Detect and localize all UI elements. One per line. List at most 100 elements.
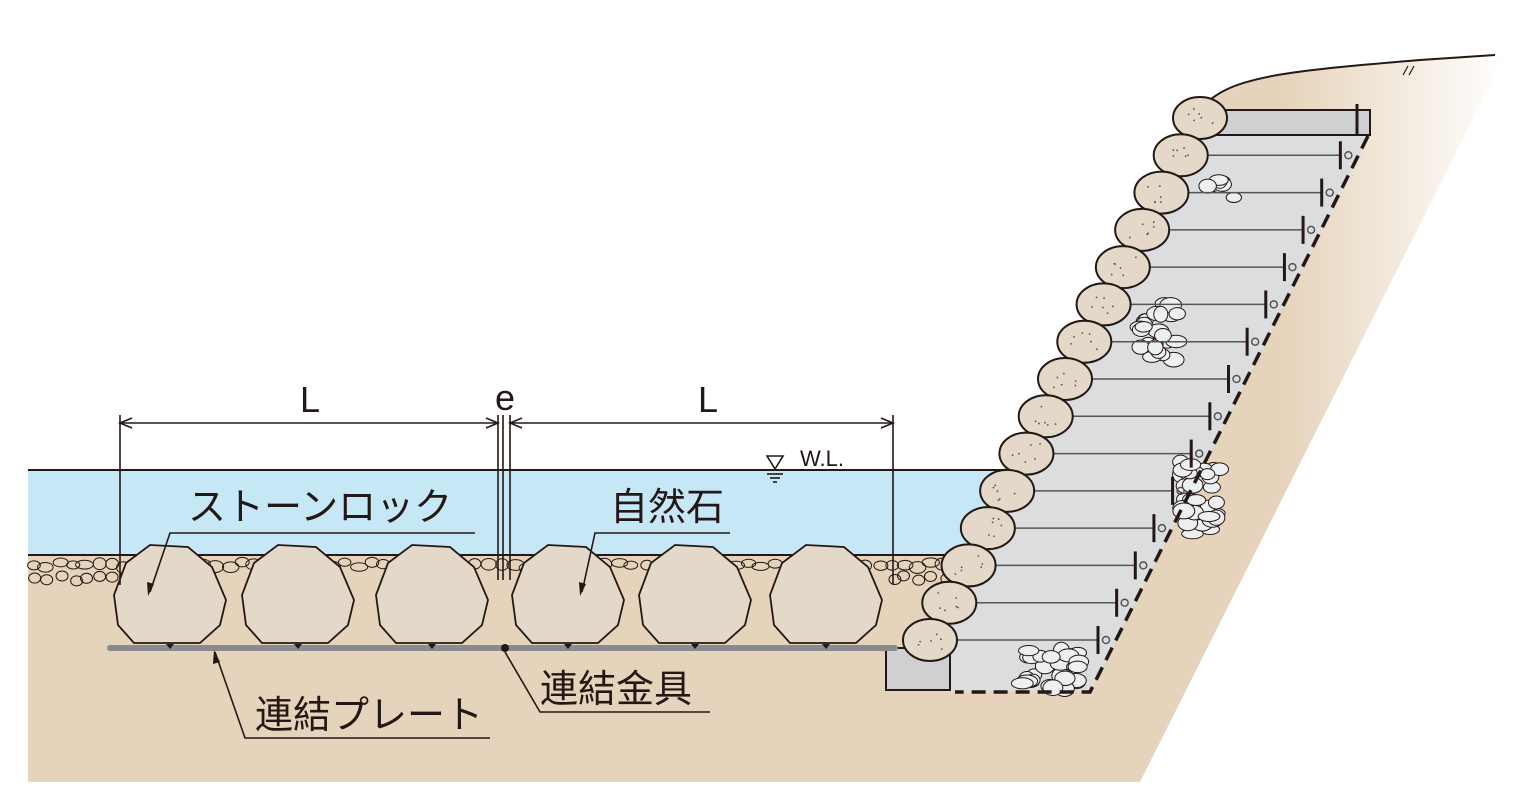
gravel-stone (873, 560, 889, 571)
wall-gravel-fill (1010, 174, 1242, 697)
boulder-texture-dot (960, 569, 963, 572)
wall-gravel-stone (1181, 476, 1204, 494)
gravel-stone (611, 558, 629, 568)
wall-gravel-stone (1134, 321, 1153, 333)
boulder-texture-dot (1147, 185, 1150, 188)
boulder-texture-dot (987, 534, 990, 536)
plate-clip-icon (294, 644, 302, 649)
water-body (28, 470, 1005, 555)
gravel-stone (364, 556, 380, 568)
wall-gravel-stone (1067, 660, 1088, 674)
gravel-stone (888, 573, 902, 585)
boulder-texture-dot (1044, 421, 1046, 424)
stone-lock-units (113, 544, 883, 649)
boulder-texture-dot (1095, 296, 1098, 299)
wall-boulder (1056, 319, 1113, 364)
boulder-texture-dot (935, 633, 938, 636)
anchor-eye-icon (1232, 374, 1241, 384)
wall-gravel-stone (1168, 307, 1186, 321)
gravel-stone (623, 560, 639, 570)
water-level-icon (765, 455, 785, 483)
wall-gravel-stone (1153, 305, 1169, 323)
boulder-texture-dot (1200, 116, 1203, 119)
anchor-eye-icon (1194, 449, 1204, 458)
stone-lock-block (241, 544, 355, 644)
boulder-texture-dot (939, 607, 941, 610)
boulder-texture-dot (1096, 348, 1098, 351)
wall-boulder (940, 543, 997, 588)
anchor-eye-icon (1101, 635, 1111, 645)
boulder-texture-dot (1134, 256, 1137, 259)
boulder-texture-dot (1172, 155, 1175, 158)
boulder-texture-dot (1060, 383, 1063, 386)
boulder-texture-dot (981, 563, 984, 565)
stone-lock-block (638, 544, 752, 644)
boulder-texture-dot (1193, 119, 1196, 122)
wall-gravel-stone (1010, 677, 1034, 690)
boulder-texture-dot (1088, 333, 1091, 335)
boulder-texture-dot (993, 535, 995, 538)
boulder-texture-dot (1106, 312, 1109, 315)
dimension-label-right: L (698, 379, 718, 420)
boulder-texture-dot (1183, 147, 1185, 150)
boulder-texture-dot (992, 486, 995, 489)
gravel-stone (55, 570, 69, 582)
wall-boulder (902, 618, 958, 662)
wall-gravel-stone (1154, 328, 1172, 343)
boulder-texture-dot (1103, 297, 1105, 300)
boulder-texture-dot (1000, 524, 1003, 527)
boulder-texture-dot (1011, 454, 1014, 457)
boulder-texture-dot (1128, 236, 1131, 239)
callout-leaders (149, 532, 730, 739)
boulder-texture-dot (997, 499, 1000, 502)
slope-break-mark (1408, 65, 1415, 76)
boulder-texture-dot (960, 566, 963, 569)
label-connecting-fitting: 連結金具 (540, 667, 692, 711)
wall-boulder (921, 580, 978, 625)
boulder-texture-dot (1158, 185, 1161, 188)
boulder-texture-dot (1154, 201, 1156, 204)
gravel-stone (923, 570, 937, 582)
stone-lock-block (511, 544, 625, 644)
ground-surface-line (1209, 54, 1496, 101)
boulder-texture-dot (1054, 423, 1057, 425)
gravel-stone (221, 561, 240, 573)
boulder-texture-dot (957, 606, 959, 609)
boulder-texture-dot (1090, 340, 1092, 343)
anchor-eye-icon (1306, 225, 1316, 235)
gravel-stone (27, 560, 41, 571)
boulder-texture-dot (1187, 154, 1190, 157)
boulder-texture-dot (997, 518, 1000, 520)
wall-boulder (979, 468, 1036, 513)
boulder-texture-dot (1073, 335, 1076, 338)
retaining-wall-backfill (925, 110, 1370, 692)
wall-gravel-stone (1018, 645, 1040, 657)
wall-boulder (1075, 282, 1132, 327)
boulder-texture-dot (955, 605, 958, 608)
boulder-texture-dot (980, 566, 983, 568)
boulder-texture-dot (1074, 384, 1077, 387)
gravel-stone (66, 560, 81, 570)
stone-lock-block (375, 544, 489, 644)
boulder-texture-dot (1091, 306, 1093, 308)
gravel-stone (908, 561, 927, 574)
boulder-texture-dot (1184, 155, 1187, 158)
boulder-texture-dot (1110, 273, 1113, 276)
anchor-eye-icon (1344, 151, 1353, 160)
boulder-texture-dot (1172, 149, 1175, 152)
plate-clip-icon (564, 644, 572, 649)
boulder-texture-dot (917, 643, 920, 646)
boulder-texture-dot (1062, 372, 1065, 375)
wall-gravel-stone (1198, 178, 1217, 194)
anchor-eye-icon (1120, 598, 1129, 607)
water-level-label: W.L. (800, 446, 844, 471)
wall-gravel-stone (1041, 650, 1061, 664)
boulder-texture-dot (944, 609, 946, 612)
boulder-texture-dot (1029, 444, 1032, 446)
boulder-texture-dot (1081, 332, 1084, 334)
boulder-texture-dot (1159, 196, 1162, 198)
boulder-texture-dot (977, 555, 980, 557)
dimension-label-left: L (300, 379, 320, 420)
gravel-stone (80, 572, 94, 584)
label-stone-lock: ストーンロック (188, 485, 452, 529)
